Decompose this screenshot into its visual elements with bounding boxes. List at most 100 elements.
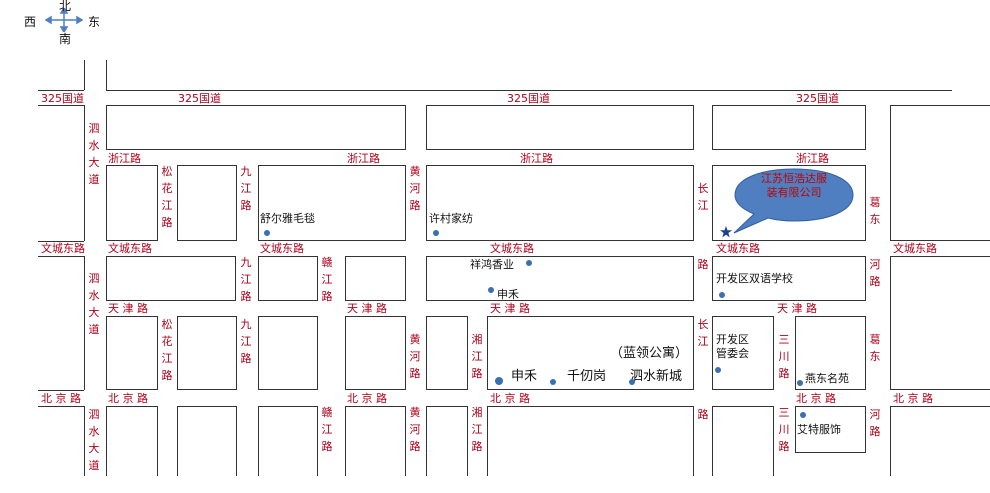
compass-north: 北: [59, 0, 72, 13]
road-label-g325: 325国道: [41, 92, 84, 105]
map-block: [890, 406, 990, 476]
map-block: [890, 256, 990, 390]
block-edge: [38, 390, 84, 391]
road-label-beijing: 北 京 路: [796, 392, 836, 405]
poi-sishuixincheng: 泗水新城: [630, 369, 683, 384]
sishui-edge: [84, 60, 85, 90]
g325-north-edge: [106, 90, 952, 91]
road-label-wencheng: 文城东路: [41, 242, 85, 255]
company-callout: [733, 168, 854, 234]
road-label-g325: 325国道: [178, 92, 221, 105]
road-label-tianjin: 天 津 路: [490, 302, 530, 315]
map-block: [177, 165, 237, 241]
map-block: [345, 406, 406, 476]
road-label-wencheng: 文城东路: [108, 242, 152, 255]
map-block: [258, 316, 318, 390]
road-label-huanghe: 黄河路: [409, 333, 421, 380]
road-label-tianjin: 天 津 路: [347, 302, 387, 315]
poi-aite: 艾特服饰: [797, 423, 841, 436]
road-label-ganjiang: 赣江路: [321, 256, 333, 303]
g325-north-edge: [38, 90, 84, 91]
dot-icon: [797, 380, 803, 386]
dot-icon: [495, 377, 503, 385]
map-block: [426, 105, 694, 150]
dot-icon: [629, 379, 635, 385]
road-label-wencheng: 文城东路: [716, 242, 760, 255]
star-icon: [720, 226, 732, 238]
road-label-beijing: 北 京 路: [108, 392, 148, 405]
road-label-jiujiang: 九江路: [240, 165, 252, 212]
map-block: [712, 256, 866, 301]
poi-qianrengang: 千仞岗: [567, 369, 607, 384]
road-label-changjiang: 长江: [697, 182, 709, 212]
road-label-beijing: 北 京 路: [893, 392, 933, 405]
map-block: [258, 165, 406, 241]
road-label-huanghe: 黄河路: [409, 165, 421, 212]
road-label-sanchuan: 三川路: [778, 333, 790, 380]
poi-bilingual-school: 开发区双语学校: [716, 272, 793, 285]
road-label-changjiang: 长江: [697, 318, 709, 348]
map-block: [106, 406, 158, 476]
dot-icon: [715, 367, 721, 373]
road-label-huanghe: 黄河路: [409, 406, 421, 453]
dot-icon: [526, 260, 532, 266]
dot-icon: [264, 230, 270, 236]
road-label-ganjiang: 赣江路: [321, 406, 333, 453]
road-label-jiujiang: 九江路: [240, 318, 252, 365]
block-edge: [38, 105, 84, 106]
sishui-edge: [84, 256, 85, 390]
road-label-beijing: 北 京 路: [41, 392, 81, 405]
poi-shuerya: 舒尔雅毛毯: [260, 212, 315, 225]
map-block: [345, 316, 406, 390]
road-label-songhua: 松花江路: [161, 165, 173, 229]
map-block: [426, 165, 694, 241]
road-label-sishui: 泗水大道: [88, 122, 100, 186]
road-label-gedong: 河路: [869, 408, 881, 438]
road-label-beijing: 北 京 路: [490, 392, 530, 405]
road-label-wencheng: 文城东路: [893, 242, 937, 255]
poi-lanling: （蓝领公寓）: [610, 346, 689, 361]
block-edge: [38, 241, 84, 242]
road-label-tianjin: 天 津 路: [108, 302, 148, 315]
map-block: [712, 105, 866, 150]
map-block: [258, 256, 318, 301]
road-label-changjiang: 路: [697, 408, 709, 421]
map-block: [795, 316, 866, 390]
poi-shenhe: 申禾: [511, 369, 538, 384]
road-label-wencheng: 文城东路: [490, 242, 534, 255]
road-label-zhejiang: 浙江路: [108, 152, 141, 165]
road-label-zhejiang: 浙江路: [520, 152, 553, 165]
poi-admin-committee: 开发区管委会: [716, 333, 749, 360]
road-label-zhejiang: 浙江路: [796, 152, 829, 165]
map-block: [426, 406, 468, 476]
map-block: [487, 406, 694, 476]
dot-icon: [800, 412, 806, 418]
company-name: 江苏恒浩达服装有限公司: [761, 172, 827, 199]
road-label-gedong: 葛东: [869, 196, 881, 226]
map-block: [106, 165, 158, 241]
block-edge: [38, 406, 84, 407]
road-label-g325: 325国道: [507, 92, 550, 105]
road-label-beijing: 北 京 路: [347, 392, 387, 405]
road-label-songhua: 松花江路: [161, 318, 173, 382]
sishui-edge: [84, 406, 85, 476]
map-block: [106, 256, 236, 301]
map-block: [345, 256, 406, 301]
road-label-gedong: 河路: [869, 258, 881, 288]
map-block: [177, 406, 237, 476]
poi-shenhe: 申禾: [497, 288, 519, 301]
road-label-zhejiang: 浙江路: [347, 152, 380, 165]
map-block: [795, 406, 866, 453]
road-label-jiujiang: 九江路: [240, 256, 252, 303]
map-block: [106, 316, 158, 390]
road-label-wencheng: 文城东路: [260, 242, 304, 255]
map-block: [426, 256, 694, 301]
dot-icon: [719, 292, 725, 298]
compass-icon: [44, 8, 84, 32]
map-block: [890, 105, 990, 241]
poi-yandong: 燕东名苑: [805, 372, 849, 385]
map-block: [426, 316, 468, 390]
road-label-gedong: 葛东: [869, 333, 881, 363]
map-block: [106, 105, 406, 150]
map-block: [712, 316, 774, 390]
